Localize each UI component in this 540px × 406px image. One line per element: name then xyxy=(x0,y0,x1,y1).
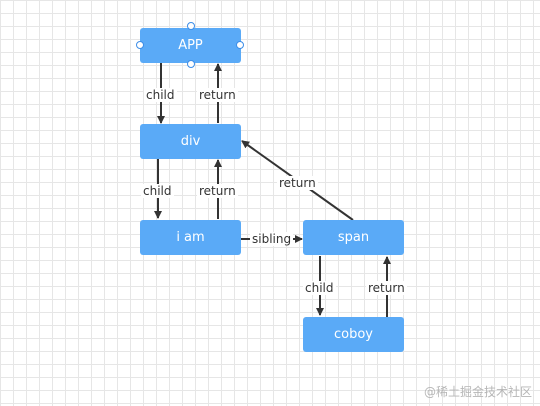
node-coboy[interactable]: coboy xyxy=(303,317,404,352)
selection-handle-top[interactable] xyxy=(187,22,195,30)
selection-handle-right[interactable] xyxy=(236,41,244,49)
node-app[interactable]: APP xyxy=(140,28,241,63)
node-app-label: APP xyxy=(178,38,203,53)
edge-label-span-div-return: return xyxy=(277,176,318,190)
node-span[interactable]: span xyxy=(303,220,404,255)
selection-handle-bottom[interactable] xyxy=(187,60,195,68)
node-iam-label: i am xyxy=(176,230,205,245)
edge-label-span-coboy-child: child xyxy=(303,281,336,295)
node-span-label: span xyxy=(337,230,370,245)
edge-label-app-div-child: child xyxy=(144,88,177,102)
node-div-label: div xyxy=(180,134,201,149)
node-iam[interactable]: i am xyxy=(140,220,241,255)
edge-label-iam-span-sibling: sibling xyxy=(250,232,294,246)
edge-label-div-iam-child: child xyxy=(141,184,174,198)
edge-label-div-app-return: return xyxy=(197,88,238,102)
edge-label-iam-div-return: return xyxy=(197,184,238,198)
watermark: @稀土掘金技术社区 xyxy=(423,385,532,399)
node-div[interactable]: div xyxy=(140,124,241,159)
selection-handle-left[interactable] xyxy=(136,41,144,49)
node-coboy-label: coboy xyxy=(334,327,373,342)
edge-label-coboy-span-return: return xyxy=(366,281,407,295)
